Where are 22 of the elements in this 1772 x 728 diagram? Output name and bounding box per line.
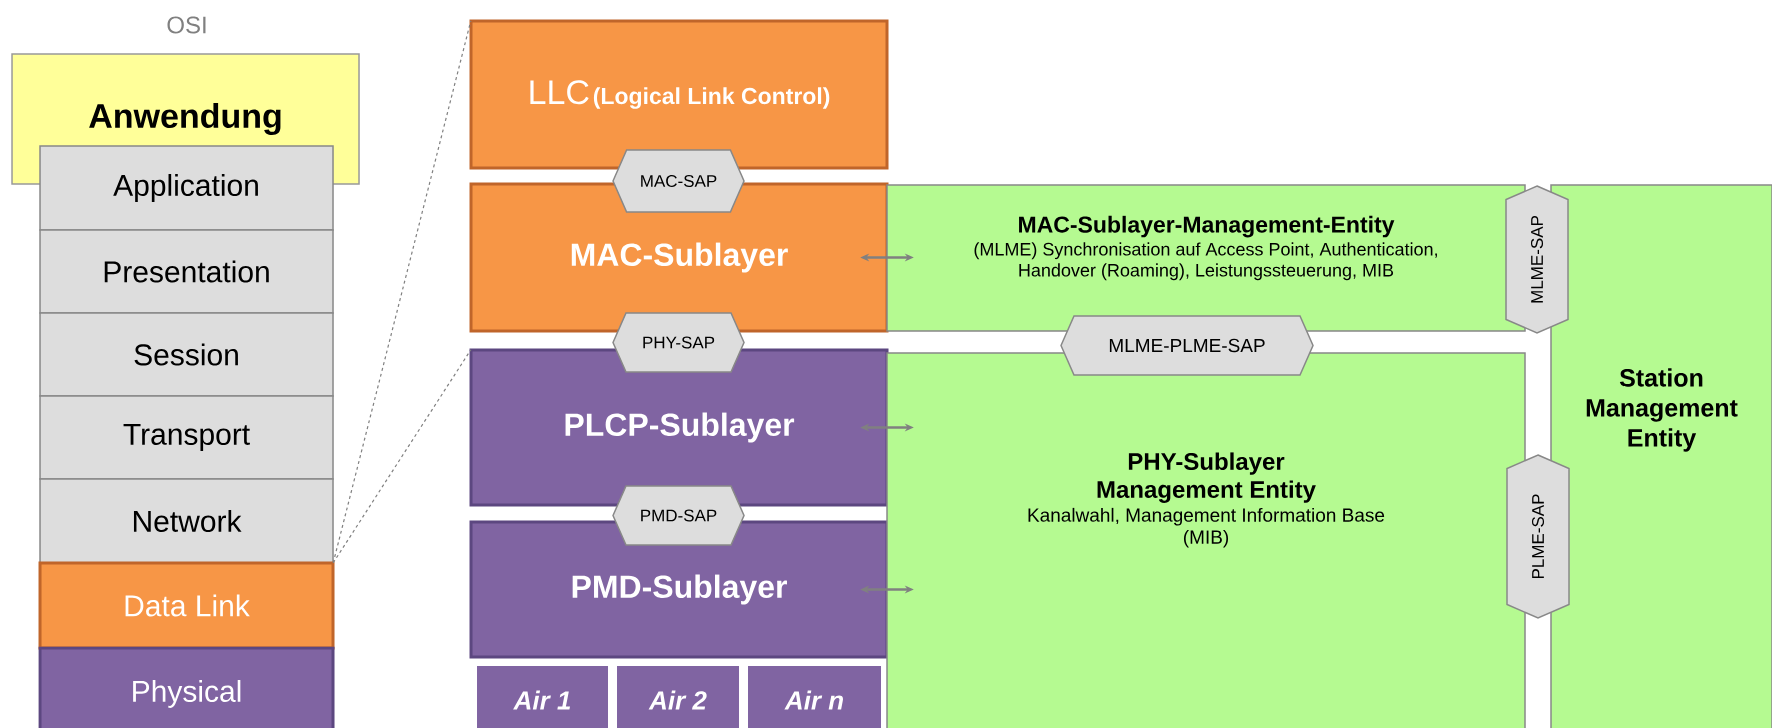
sap-hexagon: PHY-SAP bbox=[612, 312, 745, 373]
zoom-line bbox=[332, 20, 472, 564]
sap-hexagon: PMD-SAP bbox=[612, 485, 745, 546]
sap-hexagon: MLME-SAP bbox=[1505, 185, 1569, 334]
management-box: Station Management Entity bbox=[1550, 184, 1772, 728]
layer-box: Session bbox=[39, 312, 334, 397]
layer-box: Transport bbox=[39, 395, 334, 480]
management-box: MAC-Sublayer-Management-Entity (MLME) Synchronisation auf Access Point, Authentication, Handover (Roaming), Leistungssteuerung, MIB bbox=[886, 184, 1526, 332]
air-interface-box: Air n bbox=[748, 666, 881, 728]
air-interface-box: Air 2 bbox=[617, 666, 739, 728]
air-interface-box: Air 1 bbox=[477, 666, 608, 728]
layer-box: Presentation bbox=[39, 229, 334, 314]
layer-box: Network bbox=[39, 478, 334, 564]
layer-box: Application bbox=[39, 145, 334, 231]
sap-hexagon: MLME-PLME-SAP bbox=[1060, 315, 1314, 376]
zoom-line bbox=[332, 349, 472, 564]
sap-hexagon: PLME-SAP bbox=[1506, 454, 1570, 619]
layer-box: Physical bbox=[38, 646, 335, 728]
layer-box: Data Link bbox=[38, 561, 335, 650]
sap-hexagon: MAC-SAP bbox=[612, 149, 745, 213]
management-box: PHY-Sublayer Management Entity Kanalwahl, Management Information Base (MIB) bbox=[886, 352, 1526, 728]
sublayer-box: PLCP-Sublayer bbox=[469, 348, 889, 507]
